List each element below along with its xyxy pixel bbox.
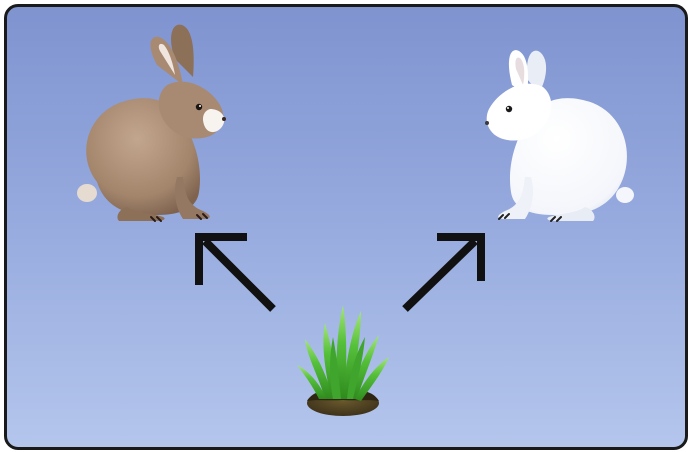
arrow-up-right-icon bbox=[405, 237, 481, 309]
brown-rabbit-icon bbox=[77, 25, 226, 221]
arrow-up-left-icon bbox=[199, 237, 273, 309]
grass-tuft-icon bbox=[297, 305, 389, 416]
food-web-diagram bbox=[7, 7, 685, 447]
diagram-frame bbox=[4, 4, 688, 450]
white-rabbit-icon bbox=[485, 50, 634, 221]
